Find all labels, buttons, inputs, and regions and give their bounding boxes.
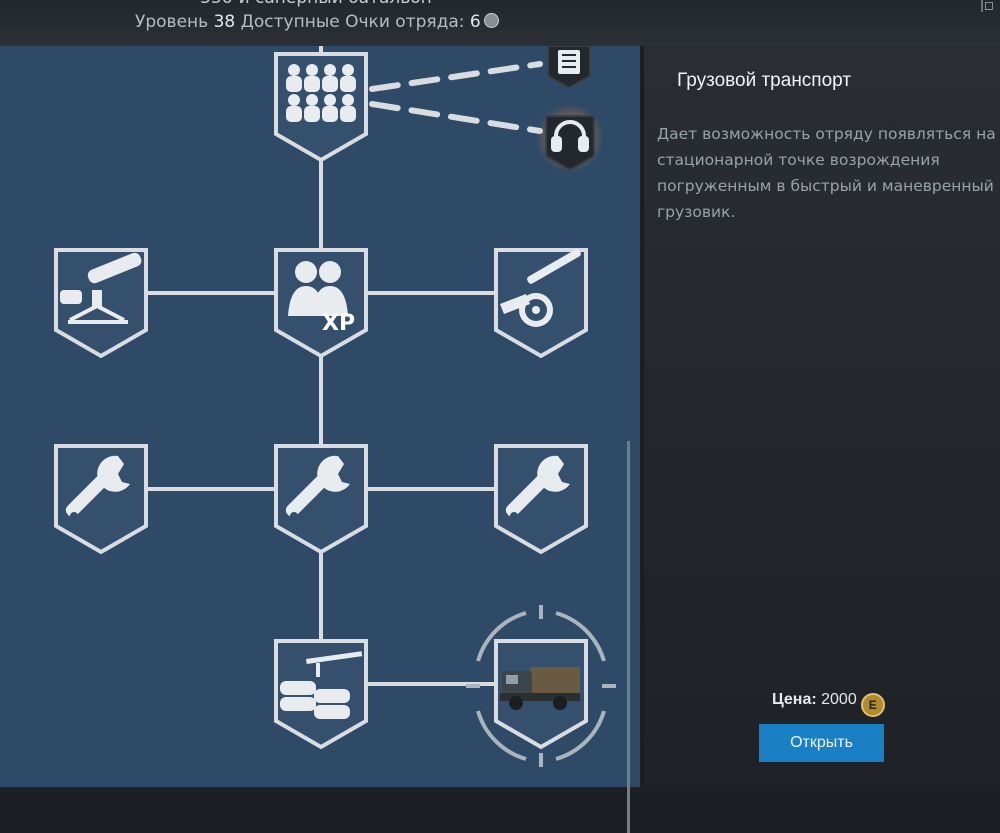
truck-icon [500,667,580,710]
perk-node-plans-board[interactable] [547,46,591,90]
squad-point-icon [483,13,499,28]
locked-connectors [369,61,543,134]
soldiers-xp-icon: XP [288,261,355,336]
perk-description: Дает возможность отряду появляться на ст… [657,125,996,221]
window-corner-icon[interactable]: |◻ [979,0,994,12]
level-value: 38 [213,12,236,32]
soldiers-group-icon [286,64,356,122]
field-gun-icon [500,249,581,327]
perk-tree-panel: XP [0,46,640,833]
perk-node-cargo-truck[interactable] [466,605,616,767]
headset-icon [551,120,589,152]
wrench-icon [285,455,350,520]
perk-detail-panel: Грузовой транспорт Дает возможность отря… [642,46,1000,787]
squad-level-row: Уровень 38 Доступные Очки отряда: 6 [135,12,499,32]
tree-scrollbar[interactable] [627,441,630,833]
perk-node-squad-expansion[interactable] [274,52,368,162]
perk-node-radio-headset[interactable] [536,104,604,172]
sandbags-mg-icon [280,651,363,719]
open-perk-button[interactable]: Открыть [759,724,884,762]
price-value: 2000 [821,691,857,708]
points-label: Доступные Очки отряда: [240,12,465,32]
perk-node-field-gun[interactable] [494,248,588,358]
perk-node-repair-right[interactable] [494,444,588,554]
selection-reticle-icon [466,605,616,767]
silver-coin-icon: E [860,693,885,717]
clipboard-list-icon [558,50,580,74]
perk-node-xp-boost[interactable]: XP [274,248,368,358]
perk-node-repair-left[interactable] [54,444,148,554]
wrench-icon [505,455,570,520]
price-label: Цена: [772,691,817,708]
points-value: 6 [469,12,481,32]
level-label: Уровень [135,12,209,32]
perk-node-spotting-scope[interactable] [54,248,148,358]
wrench-icon [65,455,130,520]
perk-node-supply-crates[interactable] [274,639,368,749]
spotting-scope-icon [60,252,142,324]
squad-name: 336-й саперный батальон [200,0,432,8]
svg-text:XP: XP [322,311,355,336]
perk-title: Грузовой транспорт [677,70,852,91]
top-bar: 336-й саперный батальон Уровень 38 Досту… [0,0,1000,46]
perk-node-repair-center[interactable] [274,444,368,554]
